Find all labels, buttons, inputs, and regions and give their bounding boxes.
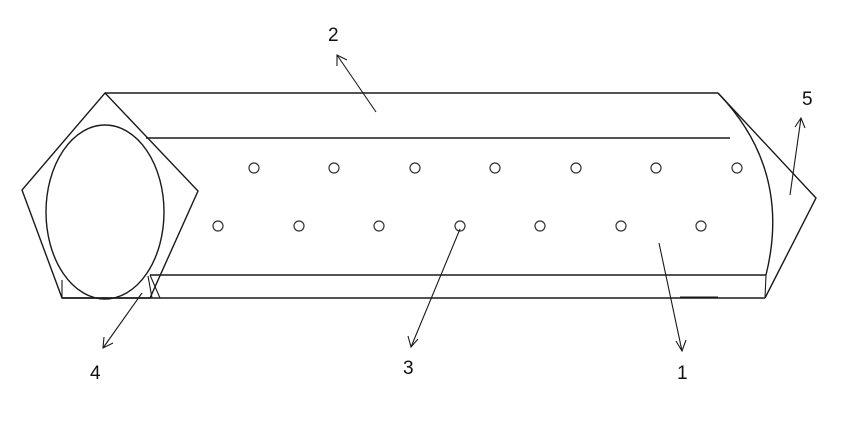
perforation-holes	[212, 162, 743, 232]
label-4: 4	[90, 363, 101, 384]
hole-upper-5	[570, 162, 582, 174]
hole-lower-1	[212, 220, 224, 232]
hole-upper-6	[650, 162, 662, 174]
hole-lower-3	[373, 220, 385, 232]
right-end-bevel	[764, 274, 767, 299]
hole-upper-7	[731, 162, 743, 174]
hole-upper-2	[328, 162, 340, 174]
leader-3	[407, 228, 461, 349]
circular-end-opening	[45, 124, 165, 300]
hole-lower-7	[695, 220, 707, 232]
leader-5	[789, 116, 806, 196]
label-5: 5	[802, 89, 813, 110]
leader-4	[102, 292, 143, 349]
ellipse-foot-right	[147, 275, 153, 299]
hexagonal-outer-tube	[21, 91, 817, 299]
right-pointed-end	[717, 92, 817, 299]
label-3: 3	[403, 358, 414, 379]
label-2: 2	[328, 25, 339, 46]
right-end-curve	[717, 92, 774, 276]
leader-2	[336, 54, 377, 113]
hole-lower-4	[454, 220, 466, 232]
hole-upper-3	[409, 162, 421, 174]
leader-1	[658, 242, 687, 353]
hole-upper-1	[248, 162, 260, 174]
hole-upper-4	[489, 162, 501, 174]
hole-lower-2	[293, 220, 305, 232]
label-1: 1	[677, 363, 688, 384]
left-bottom-link	[149, 274, 161, 299]
left-hexagon-end	[21, 91, 199, 299]
hole-lower-5	[534, 220, 546, 232]
hole-lower-6	[615, 220, 627, 232]
